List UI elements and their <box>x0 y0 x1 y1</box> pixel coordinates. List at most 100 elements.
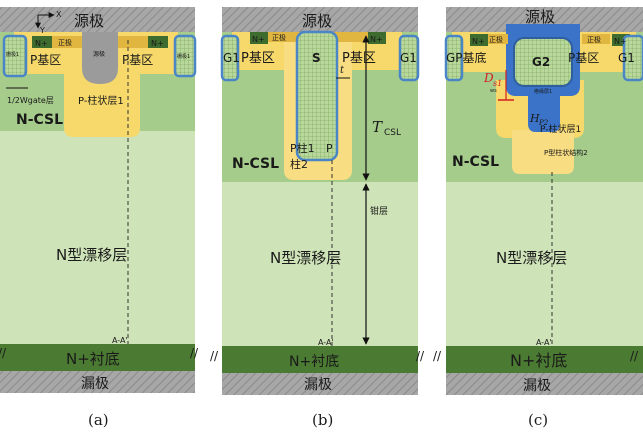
axis-x-label: X <box>56 10 62 19</box>
gate-right-label: 栅极1 <box>177 53 190 60</box>
nplus-right <box>148 36 168 48</box>
pillar1-label: P柱1 <box>290 141 315 155</box>
tsc-label: t <box>340 65 345 76</box>
trench-label: S <box>312 51 321 65</box>
source-label: 源极 <box>525 8 555 26</box>
anode-right-label: 正极 <box>587 35 601 44</box>
source-metal <box>222 7 418 32</box>
gate-left <box>220 34 240 82</box>
csl-label: N-CSL <box>452 154 499 170</box>
drain-metal <box>0 371 195 393</box>
gate-right <box>622 34 643 82</box>
drift-label: N型漂移层 <box>56 246 127 264</box>
pillar1-label: P-柱状层1 <box>540 123 581 135</box>
break-right: // <box>190 346 199 360</box>
gate-left-label: 栅极1 <box>6 51 19 58</box>
drift-label: N型漂移层 <box>496 249 567 267</box>
ds-label: D <box>483 71 494 85</box>
nplus-right-label: N+ <box>151 39 164 48</box>
substrate-label: N+衬底 <box>510 351 567 370</box>
oxide-label: 绝缘层1 <box>534 88 552 95</box>
panel-a: 源极 N+ N+ 正极 源极 栅极1 栅极1 P基区 P基区 P-柱状层1 1/… <box>0 7 199 429</box>
gate-2 <box>513 37 573 87</box>
pillar2-label: 柱2 <box>290 157 308 171</box>
substrate-region <box>446 346 643 373</box>
pbody-left-label: P基区 <box>30 53 61 67</box>
pbody-right-label: P基区 <box>568 51 599 65</box>
drain-label: 漏极 <box>304 377 332 393</box>
break-left: // <box>433 349 442 363</box>
csl-label: N-CSL <box>16 112 63 128</box>
drain-label: 漏极 <box>81 376 109 392</box>
anode-right <box>118 36 148 48</box>
clamp-label: 钳层 <box>370 205 388 217</box>
gate-right-label: G1 <box>400 51 417 65</box>
nplus-left <box>470 34 488 46</box>
pillar2-label: P型柱状结构2 <box>544 148 588 157</box>
drain-label: 漏极 <box>523 378 551 394</box>
break-left: // <box>210 349 219 363</box>
anode-left <box>52 36 82 48</box>
substrate-label: N+衬底 <box>66 350 120 368</box>
pillar-label: P-柱状层1 <box>78 94 124 107</box>
pbody-left-label: P基区 <box>241 51 275 66</box>
ds-sub-label: s1 <box>493 79 502 88</box>
gate-left-label: G1 <box>223 51 240 65</box>
tcsl-label: T <box>372 118 383 136</box>
p-pillar-2 <box>512 130 574 174</box>
nplus-left-label: N+ <box>252 35 265 44</box>
center-trench <box>82 32 118 84</box>
nplus-right <box>368 32 386 44</box>
caption-c: (c) <box>528 411 548 429</box>
source-label: 源极 <box>74 12 104 30</box>
cutline-label: A-A' <box>112 336 128 345</box>
source-metal <box>0 7 195 32</box>
break-left: // <box>0 346 7 360</box>
break-right: // <box>416 349 425 363</box>
substrate-region <box>0 344 195 371</box>
substrate-label: N+衬底 <box>289 354 339 370</box>
anode-left-label: 正极 <box>58 38 72 47</box>
nplus-left <box>250 32 268 44</box>
cutline-label: A-A' <box>318 338 334 347</box>
gate-right <box>173 34 197 78</box>
drift-label: N型漂移层 <box>270 249 341 267</box>
pbody-right-label: P基区 <box>342 51 376 66</box>
gp-left-label: GP基底 <box>446 50 487 65</box>
nplus-right-label: N+ <box>370 35 383 44</box>
anode-left-label: 正极 <box>489 35 503 44</box>
gate-left <box>2 34 28 78</box>
csl-label: N-CSL <box>232 156 279 172</box>
hp-sub-label: P2 <box>538 119 549 127</box>
anode-center-label: 源极 <box>93 50 105 58</box>
cutline-label: A-A' <box>536 338 552 347</box>
drain-metal <box>222 373 418 395</box>
caption-a: (a) <box>88 411 109 429</box>
anode-left <box>488 34 508 44</box>
gate-right-label: G1 <box>618 51 635 65</box>
gate2-label: G2 <box>532 55 550 69</box>
drift-region <box>222 182 418 346</box>
nplus-right-label: N+ <box>614 37 627 46</box>
pillar-p-label: P <box>326 142 333 155</box>
anode-label: 正极 <box>272 33 286 42</box>
caption-b: (b) <box>312 411 333 429</box>
panel-b: 源极 N+ N+ 正极 G1 G1 P基区 P基区 S t P柱1 P 柱2 N… <box>210 7 425 429</box>
nplus-left <box>32 36 52 48</box>
nplus-left-label: N+ <box>472 37 485 46</box>
panel-c: 源极 N+ N+ 正极 正极 GP基底 P基区 G1 G2 绝缘层1 D s1 … <box>433 7 643 429</box>
gate-left <box>444 34 464 82</box>
drift-region <box>0 131 195 344</box>
nplus-left-label: N+ <box>35 39 48 48</box>
pbody-right-label: P基区 <box>122 53 153 67</box>
substrate-region <box>222 346 418 373</box>
gate-right <box>398 34 420 82</box>
trench-source <box>295 30 339 162</box>
break-right: // <box>630 349 639 363</box>
anode-right <box>582 34 610 44</box>
ws-label: ws <box>490 88 497 94</box>
source-label: 源极 <box>302 12 332 30</box>
hp-label: H <box>529 112 540 125</box>
gate-width-label: 1/2Wgate层 <box>7 96 54 105</box>
